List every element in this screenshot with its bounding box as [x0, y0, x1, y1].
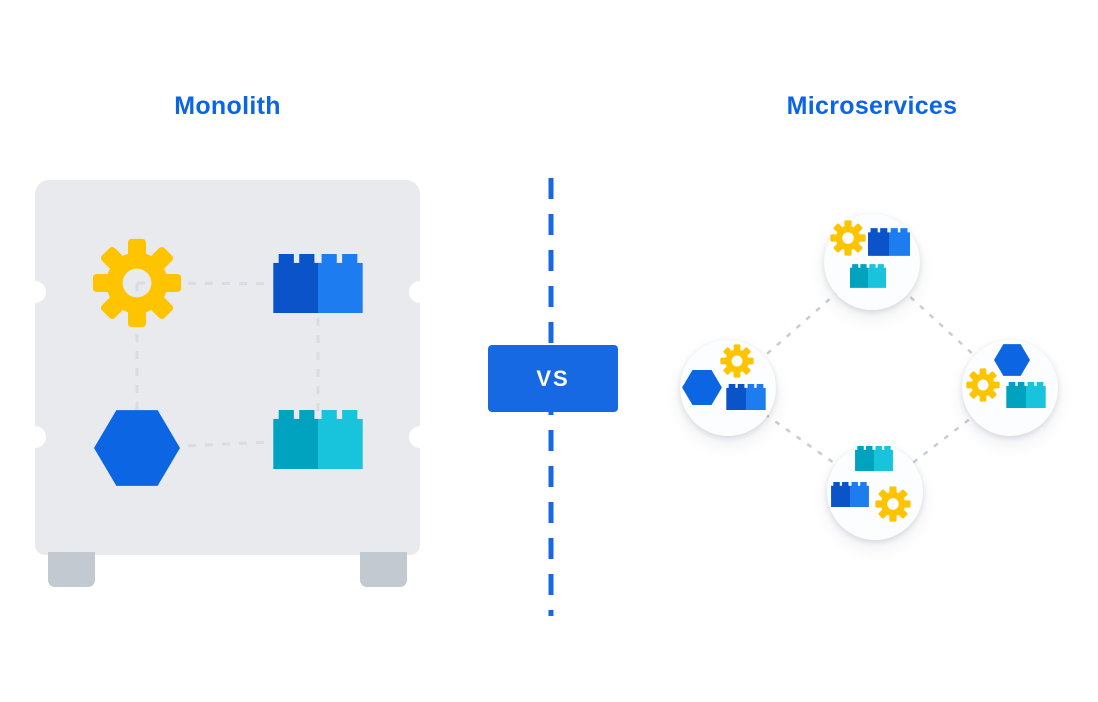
cyan-brick-icon [1006, 382, 1046, 408]
connector-line [136, 281, 319, 286]
monolith-foot-left [48, 552, 95, 587]
microservices-title: Microservices [786, 92, 958, 120]
cyan-brick-icon [273, 410, 363, 469]
monolith-title: Monolith [174, 92, 281, 120]
gear-icon [720, 344, 754, 378]
vs-badge: VS [488, 345, 618, 412]
microservices-cluster [660, 194, 1078, 560]
monolith-notch [409, 281, 431, 303]
monolith-notch [409, 426, 431, 448]
monolith-notch [24, 426, 46, 448]
service-node-left [680, 340, 776, 436]
blue-brick-icon [831, 482, 869, 507]
blue-brick-icon [726, 384, 766, 410]
service-node-top [824, 214, 920, 310]
gear-icon [92, 238, 182, 328]
vs-label: VS [536, 365, 570, 391]
hexagon-icon [682, 370, 722, 405]
cyan-brick-icon [855, 446, 893, 471]
gear-icon [875, 486, 911, 522]
gear-icon [830, 220, 866, 256]
monolith-connectors [135, 281, 320, 450]
monolith-notch [24, 281, 46, 303]
service-node-right [962, 340, 1058, 436]
cyan-brick-icon [850, 264, 886, 288]
connector-line [871, 261, 1011, 389]
hexagon-icon [94, 410, 180, 486]
blue-brick-icon [868, 228, 910, 256]
service-node-bottom [827, 444, 923, 540]
connector-line [136, 438, 319, 450]
monolith-foot-right [360, 552, 407, 587]
monolith-block [24, 180, 431, 587]
gear-icon [966, 368, 1000, 402]
blue-brick-icon [273, 254, 363, 313]
